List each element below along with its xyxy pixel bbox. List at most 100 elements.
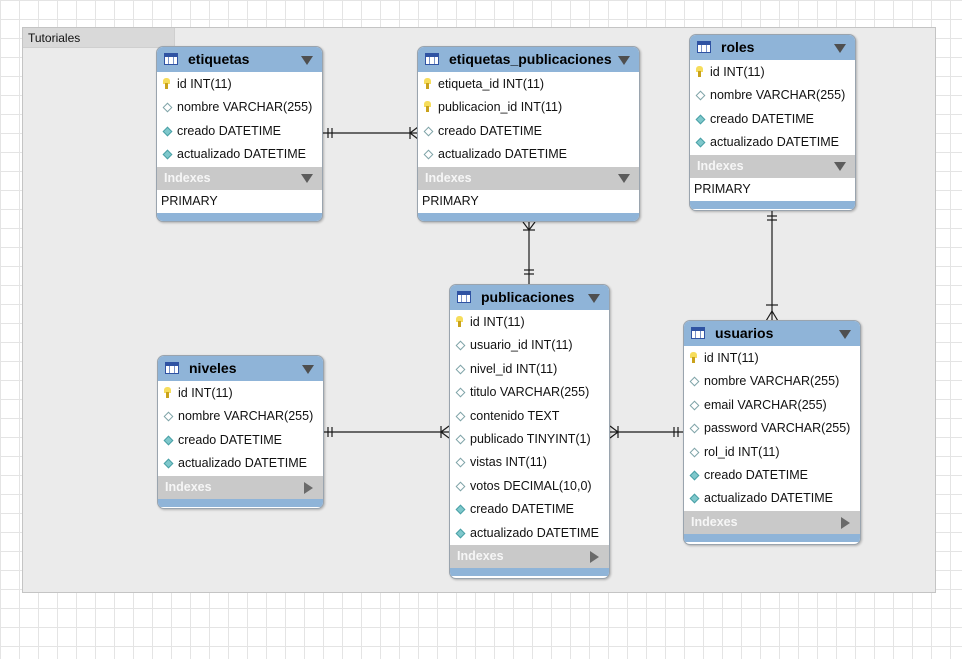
column-row[interactable]: creado DATETIME [690,108,855,131]
relationship-publicaciones-etiquetas-publicaciones[interactable] [522,221,536,284]
column-row[interactable]: nombre VARCHAR(255) [684,370,860,393]
column-row[interactable]: contenido TEXT [450,405,609,428]
collapse-arrow-icon[interactable] [301,56,313,65]
collapse-arrow-icon[interactable] [618,56,630,65]
relationship-niveles-publicaciones[interactable] [324,425,450,439]
table-name: niveles [189,360,237,376]
table-name: etiquetas [188,51,250,67]
column-row[interactable]: actualizado DATETIME [158,452,323,475]
nullable-column-icon [689,447,700,458]
not-null-column-icon [689,493,700,504]
table-icon [457,291,471,303]
indexes-header[interactable]: Indexes [157,166,322,190]
table-etiquetas-publicaciones[interactable]: etiquetas_publicaciones etiqueta_id INT(… [417,46,640,222]
not-null-column-icon [689,470,700,481]
primary-key-icon [690,352,697,363]
column-row[interactable]: publicacion_id INT(11) [418,96,639,119]
indexes-header[interactable]: Indexes [690,154,855,178]
table-header[interactable]: etiquetas_publicaciones [418,47,639,72]
indexes-header[interactable]: Indexes [450,544,609,568]
column-row[interactable]: usuario_id INT(11) [450,334,609,357]
relationship-roles-usuarios[interactable] [765,211,779,322]
column-row[interactable]: creado DATETIME [157,120,322,143]
collapse-arrow-icon[interactable] [301,173,313,183]
column-row[interactable]: titulo VARCHAR(255) [450,381,609,404]
primary-key-icon [424,101,431,113]
table-publicaciones[interactable]: publicaciones id INT(11) usuario_id INT(… [449,284,610,579]
column-row[interactable]: etiqueta_id INT(11) [418,73,639,96]
table-header[interactable]: usuarios [684,321,860,346]
column-row[interactable]: id INT(11) [450,311,609,334]
collapse-arrow-icon[interactable] [618,173,630,183]
not-null-column-icon [163,458,174,469]
expand-arrow-icon[interactable] [841,516,850,529]
column-row[interactable]: vistas INT(11) [450,451,609,474]
column-row[interactable]: rol_id INT(11) [684,441,860,464]
nullable-column-icon [689,423,700,434]
table-etiquetas[interactable]: etiquetas id INT(11) nombre VARCHAR(255)… [156,46,323,222]
collapse-arrow-icon[interactable] [834,44,846,53]
collapse-arrow-icon[interactable] [588,294,600,303]
column-row[interactable]: actualizado DATETIME [157,143,322,166]
table-icon [425,53,439,65]
nullable-column-icon [455,387,466,398]
relationship-usuarios-publicaciones[interactable] [609,425,684,439]
table-usuarios[interactable]: usuarios id INT(11) nombre VARCHAR(255) … [683,320,861,545]
not-null-column-icon [162,126,173,137]
column-row[interactable]: votos DECIMAL(10,0) [450,475,609,498]
column-row[interactable]: publicado TINYINT(1) [450,428,609,451]
collapse-arrow-icon[interactable] [834,161,846,171]
indexes-header[interactable]: Indexes [158,475,323,499]
index-row[interactable]: PRIMARY [157,189,322,213]
column-row[interactable]: id INT(11) [684,347,860,370]
primary-key-icon [424,78,431,89]
column-row[interactable]: nombre VARCHAR(255) [690,84,855,107]
primary-key-icon [456,316,463,327]
column-row[interactable]: id INT(11) [158,382,323,405]
nullable-column-icon [455,411,466,422]
nullable-column-icon [695,90,706,101]
not-null-column-icon [162,149,173,160]
column-row[interactable]: nombre VARCHAR(255) [157,96,322,119]
index-row[interactable]: PRIMARY [690,177,855,201]
table-header[interactable]: publicaciones [450,285,609,310]
column-row[interactable]: nombre VARCHAR(255) [158,405,323,428]
column-row[interactable]: creado DATETIME [418,120,639,143]
table-header[interactable]: niveles [158,356,323,381]
nullable-column-icon [689,400,700,411]
nullable-column-icon [163,411,174,422]
nullable-column-icon [423,149,434,160]
indexes-header[interactable]: Indexes [418,166,639,190]
primary-key-icon [163,78,170,89]
relationship-etiquetas-etiquetas-publicaciones[interactable] [323,126,419,140]
collapse-arrow-icon[interactable] [302,365,314,374]
column-row[interactable]: creado DATETIME [450,498,609,521]
index-row[interactable]: PRIMARY [418,189,639,213]
table-roles[interactable]: roles id INT(11) nombre VARCHAR(255) cre… [689,34,856,211]
expand-arrow-icon[interactable] [304,481,313,494]
column-row[interactable]: creado DATETIME [684,464,860,487]
column-row[interactable]: email VARCHAR(255) [684,394,860,417]
collapse-arrow-icon[interactable] [839,330,851,339]
column-row[interactable]: nivel_id INT(11) [450,358,609,381]
column-row[interactable]: id INT(11) [157,73,322,96]
table-niveles[interactable]: niveles id INT(11) nombre VARCHAR(255) c… [157,355,324,509]
column-row[interactable]: actualizado DATETIME [450,522,609,545]
table-icon [691,327,705,339]
column-row[interactable]: actualizado DATETIME [690,131,855,154]
column-row[interactable]: password VARCHAR(255) [684,417,860,440]
column-row[interactable]: creado DATETIME [158,429,323,452]
column-row[interactable]: actualizado DATETIME [684,487,860,510]
not-null-column-icon [695,137,706,148]
not-null-column-icon [695,114,706,125]
table-name: roles [721,39,755,55]
nullable-column-icon [455,340,466,351]
column-row[interactable]: id INT(11) [690,61,855,84]
expand-arrow-icon[interactable] [590,550,599,563]
nullable-column-icon [455,364,466,375]
indexes-header[interactable]: Indexes [684,510,860,534]
table-header[interactable]: roles [690,35,855,60]
column-row[interactable]: actualizado DATETIME [418,143,639,166]
table-header[interactable]: etiquetas [157,47,322,72]
